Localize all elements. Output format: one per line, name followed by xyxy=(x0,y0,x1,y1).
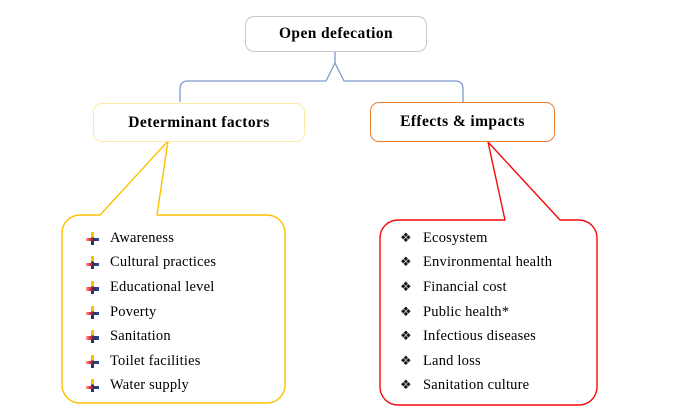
colored-plus-bullet-icon xyxy=(86,305,99,319)
list-item-text: Public health* xyxy=(423,303,510,320)
list-item-text: Sanitation culture xyxy=(423,377,530,394)
four-diamond-bullet-icon: ❖ xyxy=(400,255,412,271)
colored-plus-bullet-icon xyxy=(86,330,99,344)
list-item: ❖ Infectious diseases xyxy=(400,324,592,349)
list-item-text: Ecosystem xyxy=(423,229,488,246)
list-item-text: Land loss xyxy=(423,352,481,369)
effects-impacts-node: Effects & impacts xyxy=(370,102,555,142)
list-item-text: Educational level xyxy=(110,278,215,295)
four-diamond-bullet-icon: ❖ xyxy=(400,353,412,369)
list-item-text: Cultural practices xyxy=(110,254,217,271)
colored-plus-bullet-icon xyxy=(86,354,99,368)
list-item: ❖ Land loss xyxy=(400,349,592,374)
list-item: ❖ Sanitation culture xyxy=(400,374,592,399)
colored-plus-bullet-icon xyxy=(86,379,99,393)
list-item: ❖ Public health* xyxy=(400,300,592,325)
list-item: ❖ Environmental health xyxy=(400,251,592,276)
list-item: Toilet facilities xyxy=(86,349,282,374)
list-item: Awareness xyxy=(86,226,282,251)
brace-connector xyxy=(179,62,464,102)
determinant-factors-label: Determinant factors xyxy=(128,113,270,131)
four-diamond-bullet-icon: ❖ xyxy=(400,329,412,345)
root-node-label: Open defecation xyxy=(278,25,394,42)
list-item: ❖ Ecosystem xyxy=(400,226,592,251)
list-item-text: Toilet facilities xyxy=(110,352,201,369)
colored-plus-bullet-icon xyxy=(86,280,99,294)
list-item-text: Water supply xyxy=(110,377,189,394)
list-item-text: Environmental health xyxy=(423,254,553,271)
four-diamond-bullet-icon: ❖ xyxy=(400,230,412,246)
list-item: Educational level xyxy=(86,275,282,300)
list-item: Poverty xyxy=(86,300,282,325)
colored-plus-bullet-icon xyxy=(86,231,99,245)
determinant-factors-list: Awareness Cultural practices Educational… xyxy=(86,226,282,398)
list-item-text: Poverty xyxy=(110,303,157,320)
list-item-text: Awareness xyxy=(110,229,175,246)
list-item: Sanitation xyxy=(86,324,282,349)
list-item: ❖ Financial cost xyxy=(400,275,592,300)
list-item-text: Sanitation xyxy=(110,328,171,345)
four-diamond-bullet-icon: ❖ xyxy=(400,279,412,295)
list-item: Water supply xyxy=(86,374,282,399)
colored-plus-bullet-icon xyxy=(86,256,99,270)
list-item: Cultural practices xyxy=(86,251,282,276)
list-item-text: Infectious diseases xyxy=(423,328,536,345)
effects-impacts-label: Effects & impacts xyxy=(400,113,525,130)
list-item-text: Financial cost xyxy=(423,278,507,295)
root-node-open-defecation: Open defecation xyxy=(245,16,427,52)
four-diamond-bullet-icon: ❖ xyxy=(400,304,412,320)
determinant-factors-node: Determinant factors xyxy=(93,103,305,142)
effects-impacts-list: ❖ Ecosystem ❖ Environmental health ❖ Fin… xyxy=(400,226,592,398)
four-diamond-bullet-icon: ❖ xyxy=(400,378,412,394)
